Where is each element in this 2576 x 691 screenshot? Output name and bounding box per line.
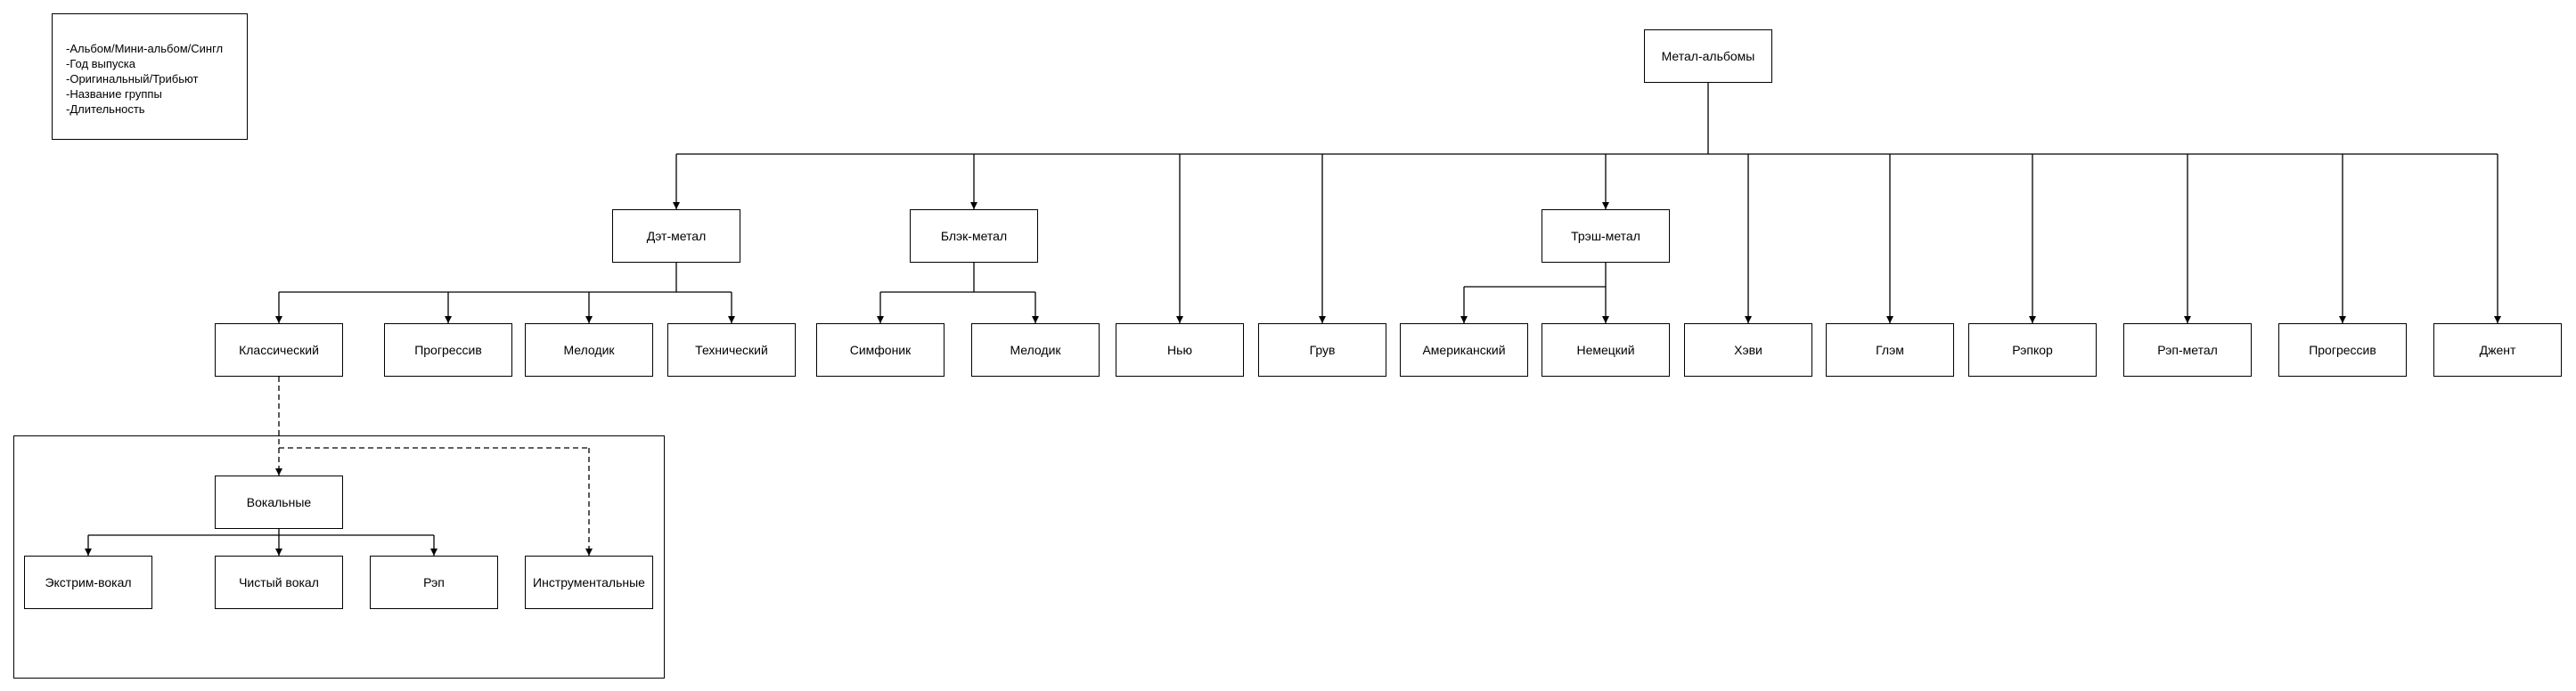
- node-death-classic[interactable]: Классический: [215, 323, 343, 377]
- node-groove-metal[interactable]: Грув: [1258, 323, 1386, 377]
- node-rapcore[interactable]: Рэпкор: [1968, 323, 2097, 377]
- node-heavy-metal[interactable]: Хэви: [1684, 323, 1812, 377]
- legend-line-year: -Год выпуска: [66, 57, 135, 70]
- node-death-technical[interactable]: Технический: [667, 323, 796, 377]
- node-rap-metal[interactable]: Рэп-метал: [2123, 323, 2252, 377]
- node-thrash-metal[interactable]: Трэш-метал: [1542, 209, 1670, 263]
- node-black-symphonic[interactable]: Симфоник: [816, 323, 945, 377]
- node-vocal[interactable]: Вокальные: [215, 476, 343, 529]
- node-clean-vocal[interactable]: Чистый вокал: [215, 556, 343, 609]
- node-glam-metal[interactable]: Глэм: [1826, 323, 1954, 377]
- legend-line-original: -Оригинальный/Трибьют: [66, 72, 199, 85]
- attribute-legend: -Альбом/Мини-альбом/Сингл -Год выпуска -…: [52, 13, 248, 140]
- node-djent[interactable]: Джент: [2433, 323, 2562, 377]
- node-black-melodic[interactable]: Мелодик: [971, 323, 1100, 377]
- node-rap[interactable]: Рэп: [370, 556, 498, 609]
- classic-death-subgroup-frame: [13, 435, 665, 679]
- node-death-metal[interactable]: Дэт-метал: [612, 209, 740, 263]
- node-death-progressive[interactable]: Прогрессив: [384, 323, 512, 377]
- node-nu-metal[interactable]: Нью: [1116, 323, 1244, 377]
- node-extreme-vocal[interactable]: Экстрим-вокал: [24, 556, 152, 609]
- node-metal-albums[interactable]: Метал-альбомы: [1644, 29, 1772, 83]
- node-instrumental[interactable]: Инструментальные: [525, 556, 653, 609]
- node-death-melodic[interactable]: Мелодик: [525, 323, 653, 377]
- legend-line-duration: -Длительность: [66, 102, 145, 116]
- node-black-metal[interactable]: Блэк-метал: [910, 209, 1038, 263]
- legend-line-type: -Альбом/Мини-альбом/Сингл: [66, 42, 224, 55]
- node-thrash-german[interactable]: Немецкий: [1542, 323, 1670, 377]
- node-thrash-american[interactable]: Американский: [1400, 323, 1528, 377]
- legend-line-band: -Название группы: [66, 87, 162, 101]
- connector-lines: [85, 83, 2501, 556]
- node-progressive-metal[interactable]: Прогрессив: [2278, 323, 2407, 377]
